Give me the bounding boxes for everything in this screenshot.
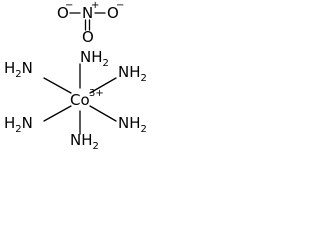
nitrate-o-right-charge: −: [116, 0, 124, 11]
bond-co-lower-right: [89, 105, 117, 122]
nitrate-o-right: O: [107, 4, 119, 22]
ligand-lower-left: H2N: [4, 114, 33, 135]
chemical-structure: O − N + O − O Co 3+ NH2 H2N NH2: [4, 0, 147, 152]
ammine-ligands: NH2 H2N NH2 H2N NH2 NH2: [4, 48, 147, 152]
nitrate-o-left-charge: −: [65, 0, 73, 11]
nitrate-bonds: [69, 12, 106, 31]
complex-bonds: [43, 63, 117, 135]
ligand-lower-right: NH2: [118, 114, 147, 135]
nitrate-o-left: O: [57, 4, 69, 22]
ligand-upper-left: H2N: [4, 59, 33, 80]
bond-co-upper-left: [43, 77, 72, 94]
ligand-bottom: NH2: [70, 131, 99, 152]
cobalt-charge: 3+: [89, 88, 104, 99]
nitrate-n: N: [82, 4, 93, 22]
nitrate-n-charge: +: [91, 0, 99, 11]
bond-co-upper-right: [89, 77, 117, 94]
nitrate-ion: O − N + O − O: [57, 0, 124, 46]
ligand-top: NH2: [80, 48, 109, 69]
nitrate-o-bottom: O: [82, 28, 94, 46]
ligand-upper-right: NH2: [118, 63, 147, 84]
cobalt-center: Co 3+: [70, 88, 104, 109]
cobalt-atom: Co: [70, 91, 90, 109]
bond-co-lower-left: [43, 105, 72, 122]
